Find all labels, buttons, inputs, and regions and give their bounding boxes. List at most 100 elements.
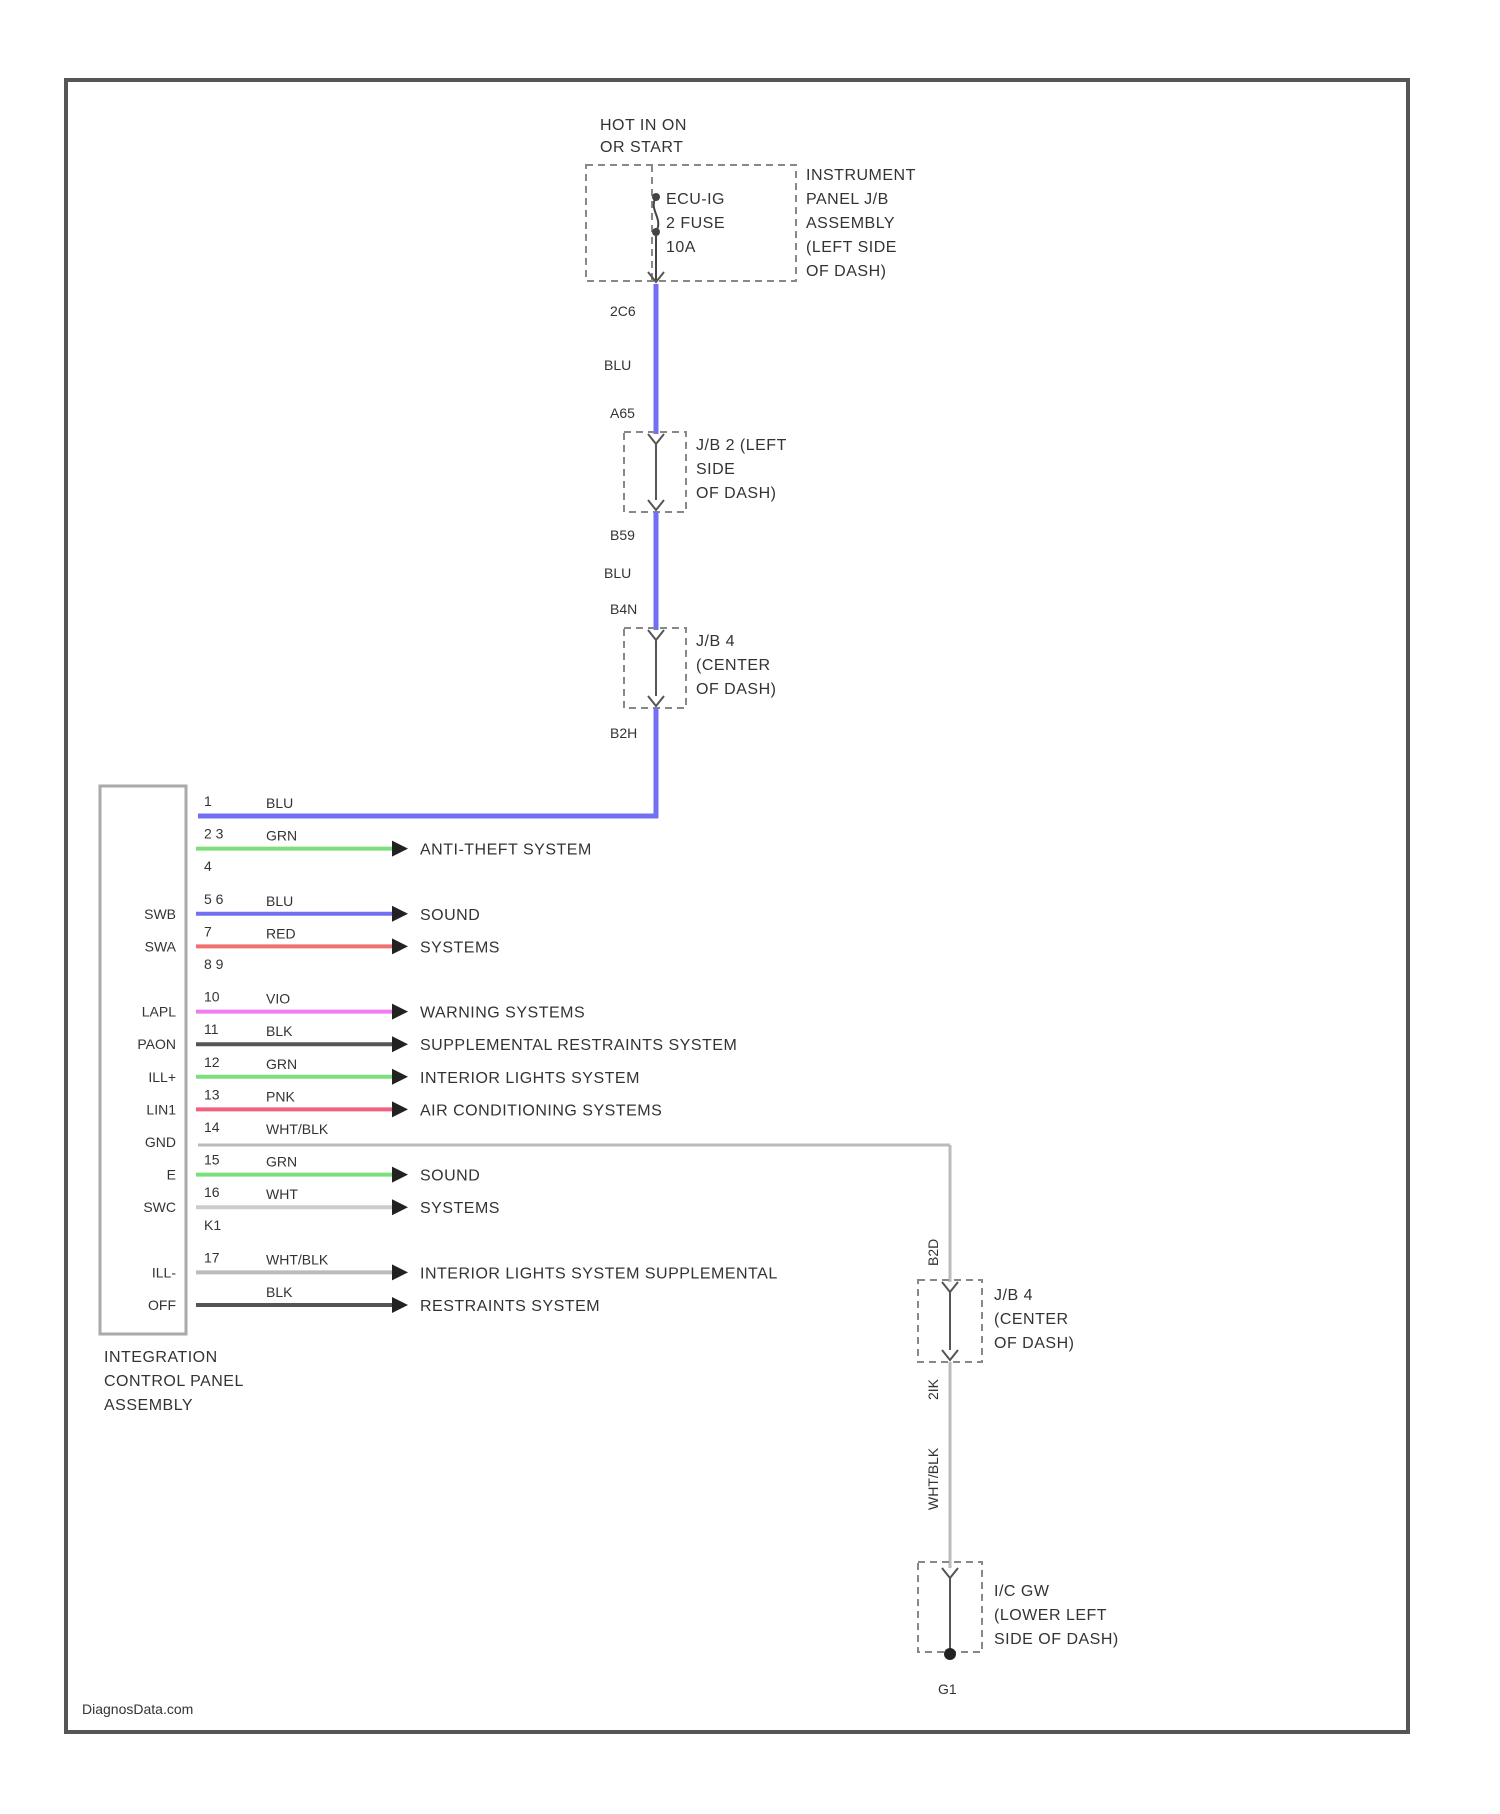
ground-label-line2: (LOWER LEFT [994, 1607, 1107, 1624]
wire-arrow [392, 1036, 408, 1052]
wire-color-code: WHT/BLK [266, 1121, 329, 1137]
fuse-label-line1: ECU-IG [666, 191, 725, 208]
wire-destination: SYSTEMS [420, 939, 500, 956]
watermark: DiagnosData.com [82, 1701, 193, 1717]
jb4-top-connectors [648, 630, 664, 706]
pin-signal-label: PAON [137, 1036, 176, 1052]
pin-number: 12 [204, 1054, 220, 1070]
pin-number: 15 [204, 1152, 220, 1168]
ground-label-line1: I/C GW [994, 1583, 1050, 1600]
pin-b2h: B2H [610, 725, 637, 741]
pin-number: 2 3 [204, 826, 224, 842]
wire-arrow [392, 906, 408, 922]
pin-b4n: B4N [610, 601, 637, 617]
module-label-line1: INTEGRATION [104, 1349, 218, 1366]
wire-arrow [392, 1101, 408, 1117]
wire-color-code: GRN [266, 828, 297, 844]
pin-number: 16 [204, 1184, 220, 1200]
jb-label-line3: ASSEMBLY [806, 215, 895, 232]
pin-number: 8 9 [204, 956, 224, 972]
wire-arrow [392, 1297, 408, 1313]
pin-number: 1 [204, 793, 212, 809]
pin-signal-label: ILL+ [148, 1069, 176, 1085]
fuse-label-line3: 10A [666, 239, 696, 256]
module-label-line2: CONTROL PANEL [104, 1373, 244, 1390]
fuse-label-line2: 2 FUSE [666, 215, 725, 232]
ground-dot [944, 1648, 956, 1660]
pin-signal-label: SWC [143, 1199, 176, 1215]
wire-destination: RESTRAINTS SYSTEM [420, 1298, 600, 1315]
wire-arrow [392, 1199, 408, 1215]
pin-2ik: 2IK [925, 1378, 941, 1400]
wire-arrow [392, 1069, 408, 1085]
ground-label-line3: SIDE OF DASH) [994, 1631, 1119, 1648]
pin-number: 10 [204, 989, 220, 1005]
wire-color-code: WHT [266, 1186, 298, 1202]
wire-destination: SYSTEMS [420, 1200, 500, 1217]
wire-color-code: BLK [266, 1284, 293, 1300]
pin-a65: A65 [610, 405, 635, 421]
wire-destination: AIR CONDITIONING SYSTEMS [420, 1102, 662, 1119]
wire-destination: SOUND [420, 1168, 480, 1185]
integration-control-panel [100, 786, 186, 1334]
pin-signal-label: LAPL [142, 1004, 176, 1020]
wire-arrow [392, 1264, 408, 1280]
wire-destination: ANTI-THEFT SYSTEM [420, 842, 592, 859]
module-label-line3: ASSEMBLY [104, 1397, 193, 1414]
ground-id: G1 [938, 1681, 957, 1697]
pin-number: 13 [204, 1086, 220, 1102]
wire-color-code: GRN [266, 1056, 297, 1072]
wire-destination: SUPPLEMENTAL RESTRAINTS SYSTEM [420, 1037, 737, 1054]
jb4-top-label-line2: (CENTER [696, 657, 771, 674]
jb2-label-line2: SIDE [696, 461, 735, 478]
wire-color-code: RED [266, 925, 296, 941]
jb-label-line1: INSTRUMENT [806, 167, 916, 184]
jb4-bottom-connectors [942, 1282, 958, 1360]
feed-wire-color-2: BLU [604, 565, 631, 581]
wire-destination: WARNING SYSTEMS [420, 1005, 585, 1022]
jb4-bottom-label-line1: J/B 4 [994, 1287, 1033, 1304]
wire-arrow [392, 841, 408, 857]
wire-color-code: BLU [266, 795, 293, 811]
wire-color-code: VIO [266, 991, 290, 1007]
wire-destination: SOUND [420, 907, 480, 924]
pin-number: 7 [204, 923, 212, 939]
pin-number: 5 6 [204, 891, 224, 907]
hot-label-line1: HOT IN ON [600, 117, 687, 134]
wire-destination: INTERIOR LIGHTS SYSTEM [420, 1070, 640, 1087]
pin-number: K1 [204, 1217, 221, 1233]
pin-signal-label: LIN1 [146, 1101, 176, 1117]
pin-b59: B59 [610, 527, 635, 543]
jb2-label-line3: OF DASH) [696, 485, 776, 502]
wire-color-code: WHT/BLK [266, 1251, 329, 1267]
pin-number: 11 [204, 1021, 219, 1037]
jb-label-line5: OF DASH) [806, 263, 886, 280]
hot-label-line2: OR START [600, 139, 683, 156]
pin-signal-label: GND [145, 1134, 176, 1150]
wire-destination: INTERIOR LIGHTS SYSTEM SUPPLEMENTAL [420, 1265, 778, 1282]
jb2-connectors [648, 434, 664, 510]
jb4-top-label-line1: J/B 4 [696, 633, 735, 650]
pin-number: 4 [204, 858, 212, 874]
wire-color-code: BLU [266, 893, 293, 909]
wire-color-code: PNK [266, 1088, 295, 1104]
pin-b2d: B2D [925, 1239, 941, 1266]
ground-wire-color: WHT/BLK [925, 1447, 941, 1510]
wire-color-code: BLK [266, 1023, 293, 1039]
jb-label-line2: PANEL J/B [806, 191, 889, 208]
feed-wire-color-1: BLU [604, 357, 631, 373]
pin-signal-label: E [167, 1167, 176, 1183]
wire-arrow [392, 1167, 408, 1183]
jb4-bottom-label-line3: OF DASH) [994, 1335, 1074, 1352]
jb4-top-label-line3: OF DASH) [696, 681, 776, 698]
pin-signal-label: SWA [145, 938, 177, 954]
wire-color-code: GRN [266, 1154, 297, 1170]
ground-connector [942, 1568, 958, 1652]
wire-arrow [392, 1004, 408, 1020]
pin-2c6: 2C6 [610, 303, 636, 319]
fuse-symbol [652, 193, 660, 281]
jb4-bottom-label-line2: (CENTER [994, 1311, 1069, 1328]
pin-signal-label: SWB [144, 906, 176, 922]
